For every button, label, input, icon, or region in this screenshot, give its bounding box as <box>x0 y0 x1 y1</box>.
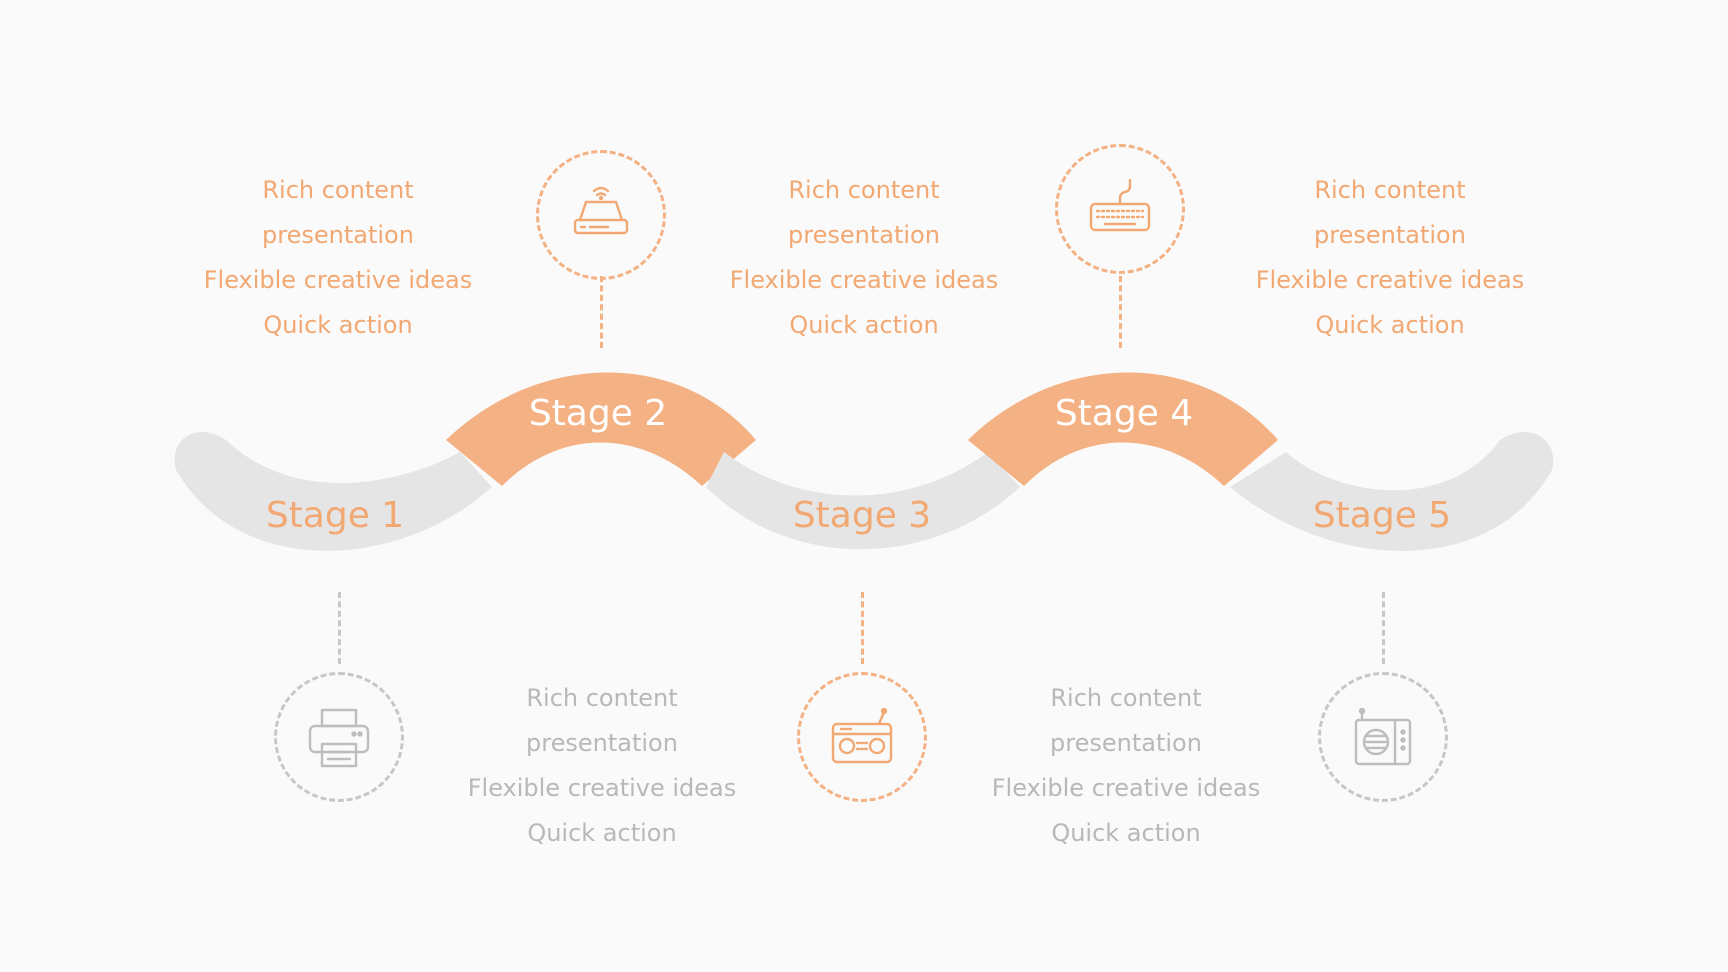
icon-circle-stage-1 <box>274 672 404 802</box>
stage-3-label: Stage 3 <box>792 495 932 536</box>
icon-circle-stage-2 <box>536 150 666 280</box>
icon-circle-stage-5 <box>1318 672 1448 802</box>
description-line: presentation <box>788 221 940 249</box>
description-line: Quick action <box>527 819 677 847</box>
printer-icon <box>308 708 370 768</box>
description-line: Flexible creative ideas <box>467 774 737 802</box>
description-block-4: Rich content presentation Flexible creat… <box>442 676 762 856</box>
description-line: Flexible creative ideas <box>1255 266 1525 294</box>
radio-icon <box>831 707 893 764</box>
speaker-icon <box>1354 707 1412 766</box>
connector-stage-2 <box>599 276 603 348</box>
connector-stage-5 <box>1381 592 1385 664</box>
connector-stage-1 <box>337 592 341 664</box>
router-icon <box>573 186 629 235</box>
description-line: presentation <box>526 729 678 757</box>
description-line: Rich content <box>1314 176 1466 204</box>
segment-stage-5 <box>1230 431 1554 551</box>
description-line: Quick action <box>1051 819 1201 847</box>
description-line: Quick action <box>1315 311 1465 339</box>
keyboard-icon <box>1089 178 1151 232</box>
description-line: Quick action <box>263 311 413 339</box>
description-block-5: Rich content presentation Flexible creat… <box>966 676 1286 856</box>
segment-stage-3 <box>706 452 1020 550</box>
stage-2-label: Stage 2 <box>528 393 668 434</box>
description-block-3: Rich content presentation Flexible creat… <box>1230 168 1550 348</box>
segment-stage-2 <box>446 372 756 486</box>
icon-circle-stage-4 <box>1055 144 1185 274</box>
stage-1-label: Stage 1 <box>265 495 405 536</box>
description-block-1: Rich content presentation Flexible creat… <box>178 168 498 348</box>
description-line: presentation <box>1314 221 1466 249</box>
description-line: presentation <box>262 221 414 249</box>
description-line: Quick action <box>789 311 939 339</box>
description-line: Rich content <box>788 176 940 204</box>
segment-stage-1 <box>174 431 493 551</box>
description-line: Rich content <box>262 176 414 204</box>
description-line: Rich content <box>526 684 678 712</box>
icon-circle-stage-3 <box>797 672 927 802</box>
description-block-2: Rich content presentation Flexible creat… <box>704 168 1024 348</box>
stage-4-label: Stage 4 <box>1054 393 1194 434</box>
description-line: Flexible creative ideas <box>729 266 999 294</box>
segment-stage-4 <box>968 372 1278 486</box>
description-line: presentation <box>1050 729 1202 757</box>
description-line: Rich content <box>1050 684 1202 712</box>
stage-5-label: Stage 5 <box>1312 495 1452 536</box>
description-line: Flexible creative ideas <box>991 774 1261 802</box>
connector-stage-4 <box>1118 276 1122 348</box>
description-line: Flexible creative ideas <box>203 266 473 294</box>
connector-stage-3 <box>860 592 864 664</box>
